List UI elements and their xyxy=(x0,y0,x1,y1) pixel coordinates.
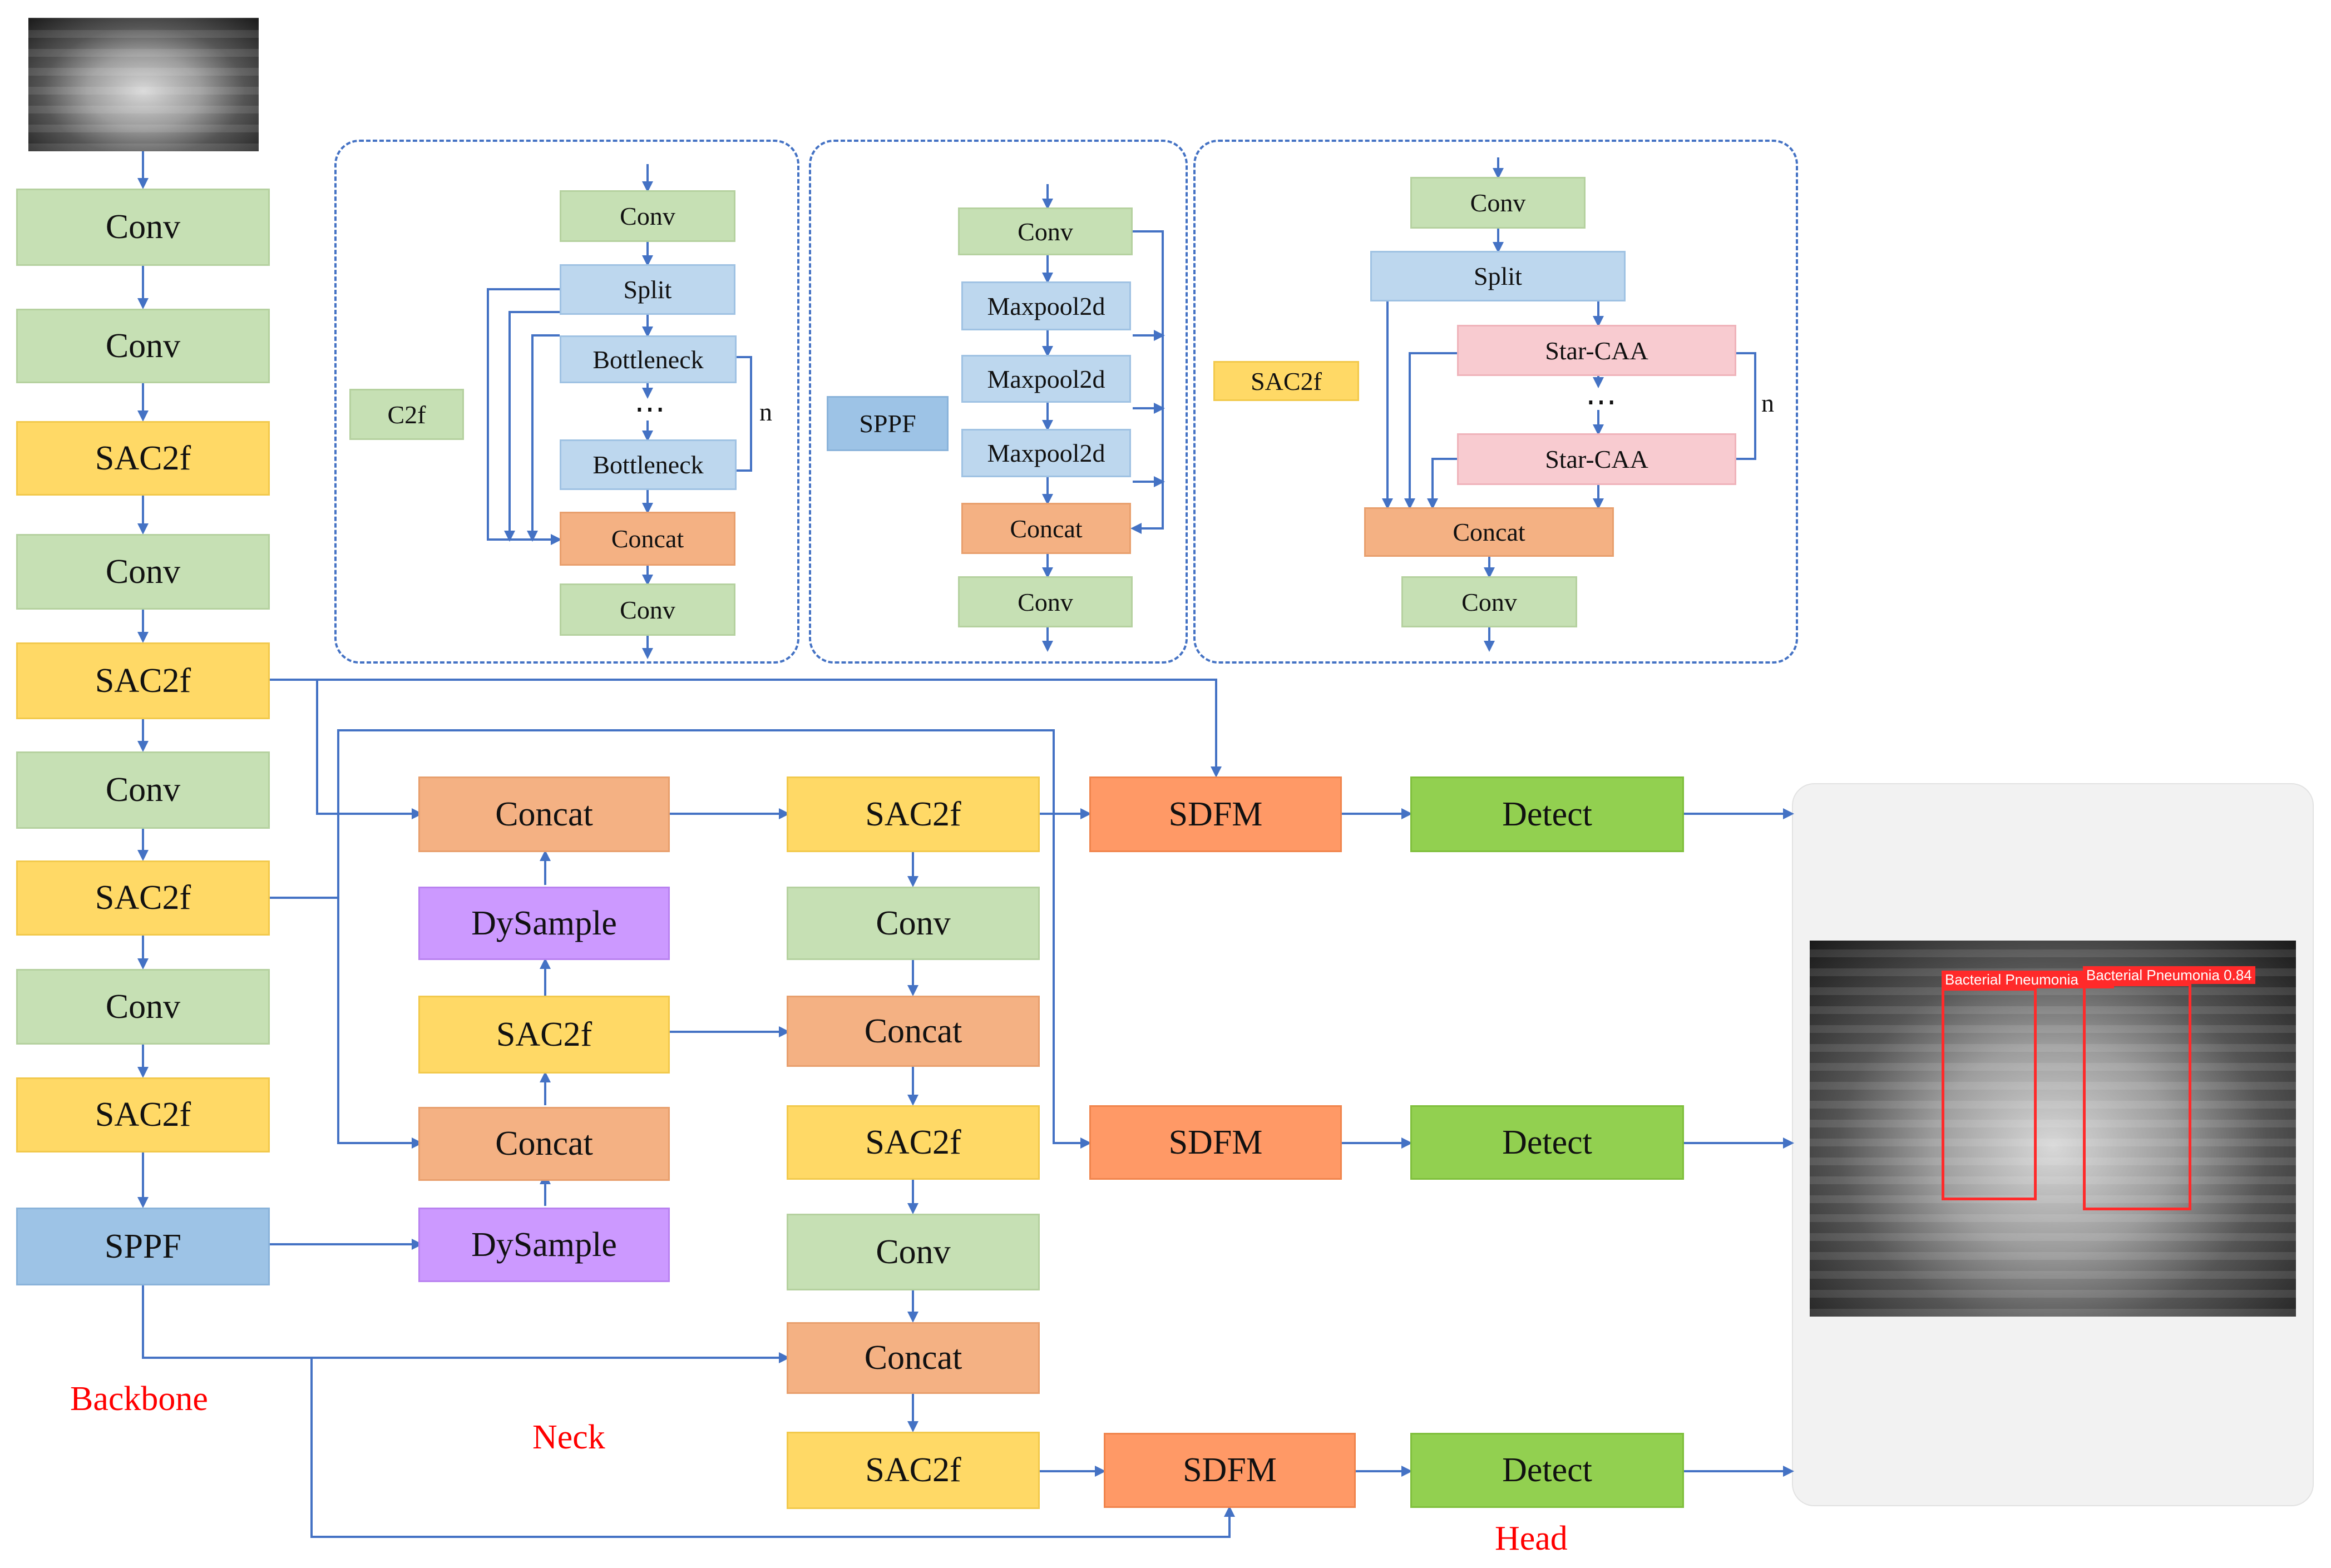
backbone-conv-3: Conv xyxy=(16,534,270,610)
c2f-panel xyxy=(334,140,799,664)
neck-conv-2: Conv xyxy=(787,1214,1040,1290)
neck-concat-3: Concat xyxy=(787,996,1040,1067)
neck-concat-2: Concat xyxy=(418,1107,670,1181)
sppf-concat: Concat xyxy=(961,503,1131,554)
backbone-sac2f-3: SAC2f xyxy=(16,860,270,936)
sac2f-ellipsis: ⋯ xyxy=(1586,385,1617,419)
sac2f-star-caa-1: Star-CAA xyxy=(1457,325,1736,376)
output-xray-image xyxy=(1810,941,2296,1317)
sac2f-split: Split xyxy=(1370,251,1626,301)
detection-label-2: Bacterial Pneumonia 0.84 xyxy=(2083,966,2255,984)
head-sdfm-2: SDFM xyxy=(1089,1105,1342,1180)
c2f-ellipsis: ⋯ xyxy=(634,392,665,427)
sac2f-title: SAC2f xyxy=(1213,361,1359,401)
neck-conv-1: Conv xyxy=(787,887,1040,960)
c2f-title: C2f xyxy=(349,389,464,440)
head-detect-2: Detect xyxy=(1410,1105,1684,1180)
sppf-maxpool-2: Maxpool2d xyxy=(961,355,1131,403)
head-detect-3: Detect xyxy=(1410,1433,1684,1508)
neck-sac2f-2: SAC2f xyxy=(787,776,1040,852)
c2f-conv-out: Conv xyxy=(560,583,735,636)
input-xray-image xyxy=(28,18,259,151)
backbone-label: Backbone xyxy=(70,1380,208,1418)
sac2f-panel xyxy=(1193,140,1798,664)
sppf-conv-out: Conv xyxy=(958,576,1133,627)
neck-sac2f-3: SAC2f xyxy=(787,1105,1040,1180)
neck-sac2f-4: SAC2f xyxy=(787,1432,1040,1509)
sppf-panel xyxy=(809,140,1188,664)
c2f-concat: Concat xyxy=(560,512,735,566)
head-label: Head xyxy=(1495,1520,1568,1557)
backbone-sac2f-4: SAC2f xyxy=(16,1077,270,1152)
sppf-conv-in: Conv xyxy=(958,207,1133,255)
backbone-conv-5: Conv xyxy=(16,969,270,1045)
head-sdfm-1: SDFM xyxy=(1089,776,1342,852)
backbone-conv-4: Conv xyxy=(16,751,270,829)
sac2f-concat: Concat xyxy=(1364,507,1614,557)
sac2f-conv-in: Conv xyxy=(1410,177,1586,229)
detection-box-2 xyxy=(2083,983,2191,1210)
backbone-sac2f-1: SAC2f xyxy=(16,421,270,496)
c2f-bottleneck-2: Bottleneck xyxy=(560,439,737,490)
detection-box-1 xyxy=(1942,988,2037,1200)
neck-dysample-2: DySample xyxy=(418,1208,670,1282)
c2f-conv-in: Conv xyxy=(560,190,735,242)
c2f-bottleneck-1: Bottleneck xyxy=(560,335,737,383)
c2f-repeat-n: n xyxy=(759,398,772,426)
head-sdfm-3: SDFM xyxy=(1104,1433,1356,1508)
backbone-conv-2: Conv xyxy=(16,309,270,383)
neck-label: Neck xyxy=(532,1418,605,1456)
neck-dysample-1: DySample xyxy=(418,887,670,960)
neck-concat-4: Concat xyxy=(787,1322,1040,1394)
sac2f-conv-out: Conv xyxy=(1401,576,1577,627)
sac2f-repeat-n: n xyxy=(1761,389,1774,417)
neck-sac2f-1: SAC2f xyxy=(418,996,670,1074)
neck-concat-1: Concat xyxy=(418,776,670,852)
backbone-sac2f-2: SAC2f xyxy=(16,642,270,719)
sppf-title: SPPF xyxy=(827,396,949,451)
backbone-conv-1: Conv xyxy=(16,189,270,266)
head-detect-1: Detect xyxy=(1410,776,1684,852)
c2f-split: Split xyxy=(560,264,735,315)
sppf-maxpool-1: Maxpool2d xyxy=(961,281,1131,330)
backbone-sppf: SPPF xyxy=(16,1208,270,1285)
sac2f-star-caa-2: Star-CAA xyxy=(1457,433,1736,485)
sppf-maxpool-3: Maxpool2d xyxy=(961,429,1131,477)
